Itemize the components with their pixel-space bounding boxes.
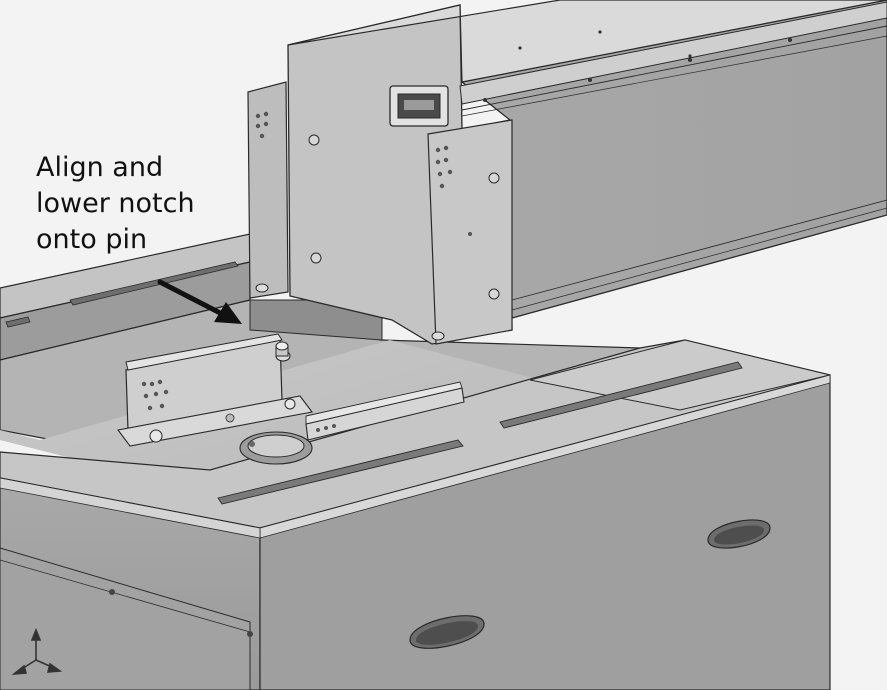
notch-plate-pin [431,331,445,341]
beam-end-screws [308,134,322,264]
callout-line-3: onto pin [36,224,148,255]
instruction-callout: Align and lower notch onto pin [36,150,276,258]
axis-triad-icon [11,627,63,676]
notch-plate-screw [488,172,500,184]
beam-top-rail [459,1,887,105]
beam-rivets [483,30,792,102]
rear-frame-slot [69,261,239,306]
top-slot-right [499,361,743,429]
cabinet-top-edge-left [0,477,261,539]
beam-rear-pin [255,283,269,293]
rear-frame-slot-left [5,316,31,328]
beam-top-face [287,0,887,83]
callout-line-2: lower notch [36,188,195,219]
secondary-bracket [305,381,465,441]
top-slot-front [217,439,464,505]
bracket-bolt [284,398,296,410]
cabinet-screw [247,631,253,637]
callout-line-1: Align and [36,152,164,183]
bracket-bolt [225,413,235,423]
bracket-base-flange [117,395,313,447]
handle-cutout-upper [707,519,771,549]
notch-plate-screw [488,288,500,300]
handle-cutout-lower [409,615,485,649]
notch-plate-mark [468,232,472,236]
cable-port [239,431,313,465]
upper-beam [247,0,887,345]
beam-rear-holes [255,111,269,139]
mounting-bracket [117,333,313,447]
beam-latch [389,85,449,127]
bracket-bolt [149,429,163,443]
cabinet-screw [109,589,115,595]
cabinet-door [0,547,251,690]
base-cabinet [0,233,831,690]
pointer-arrow-icon [157,279,242,324]
notch-plate-holes [435,145,453,189]
bracket-holes [141,379,169,411]
bracket-top-lip [125,333,283,371]
alignment-pin [275,341,291,362]
cabinet-door-seam [0,559,251,633]
beam-rear-plate [247,81,289,299]
